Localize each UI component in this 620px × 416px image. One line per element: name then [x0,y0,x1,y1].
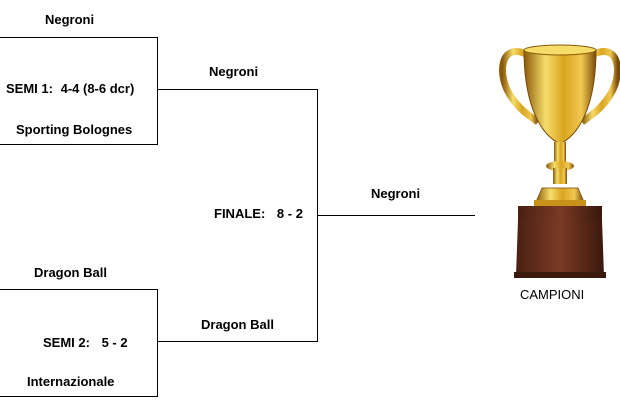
semi2-bottom-line [0,396,158,397]
semi2-stage: SEMI 2: [43,335,90,350]
semi1-bottom-line [0,144,158,145]
semi1-team-bottom: Sporting Bolognes [16,122,133,137]
final-team-bottom: Dragon Ball [201,317,274,332]
semi2-right-line [157,289,158,397]
semi1-label: SEMI 1: 4-4 (8-6 dcr) [6,81,134,97]
final-bottom-line [158,341,318,342]
final-score: 8 - 2 [276,206,303,221]
champion-line [317,215,475,216]
champion-label: CAMPIONI [520,287,585,302]
semi2-team-bottom: Internazionale [27,374,115,389]
final-stage: FINALE: [214,206,266,221]
semi2-top-line [0,289,158,290]
semi1-right-line [157,37,158,145]
final-top-line [158,89,318,90]
semi1-top-line [0,37,158,38]
final-label: FINALE: 8 - 2 [214,206,303,222]
final-team-top: Negroni [209,64,259,79]
semi2-score: 5 - 2 [101,335,128,350]
semi1-team-top: Negroni [45,12,95,27]
trophy-icon [499,44,620,278]
semi1-score: 4-4 (8-6 dcr) [60,81,135,96]
champion-team: Negroni [371,186,421,201]
semi2-team-top: Dragon Ball [34,265,107,280]
semi1-stage: SEMI 1: [6,81,53,96]
semi2-label: SEMI 2: 5 - 2 [43,335,128,351]
